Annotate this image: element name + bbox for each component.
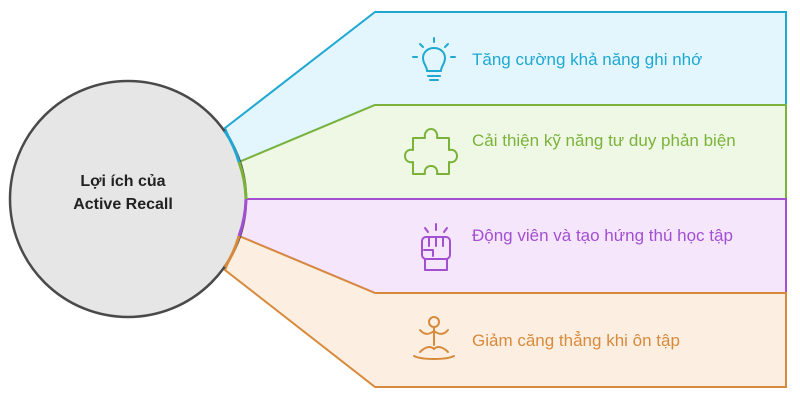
meditation-icon (413, 316, 455, 360)
benefit-label-memory: Tăng cường khả năng ghi nhớ (472, 50, 703, 69)
arc-memory (223, 130, 241, 163)
lightbulb-icon (412, 37, 456, 81)
center-title: Lợi ích của Active Recall (18, 170, 228, 216)
raised-fist-icon (421, 223, 451, 271)
arc-stress-relief (223, 235, 241, 268)
puzzle-icon (404, 128, 458, 175)
benefit-label-critical-thinking: Cải thiện kỹ năng tư duy phản biện (472, 131, 736, 150)
arc-motivation (237, 198, 248, 237)
center-title-line-1: Lợi ích của (80, 173, 166, 190)
arc-critical-thinking (237, 161, 248, 200)
band-stress-relief (223, 234, 787, 388)
benefit-label-motivation: Động viên và tạo hứng thú học tập (472, 226, 733, 245)
center-title-line-2: Active Recall (73, 196, 173, 213)
benefit-label-stress-relief: Giảm căng thẳng khi ôn tập (472, 331, 680, 350)
